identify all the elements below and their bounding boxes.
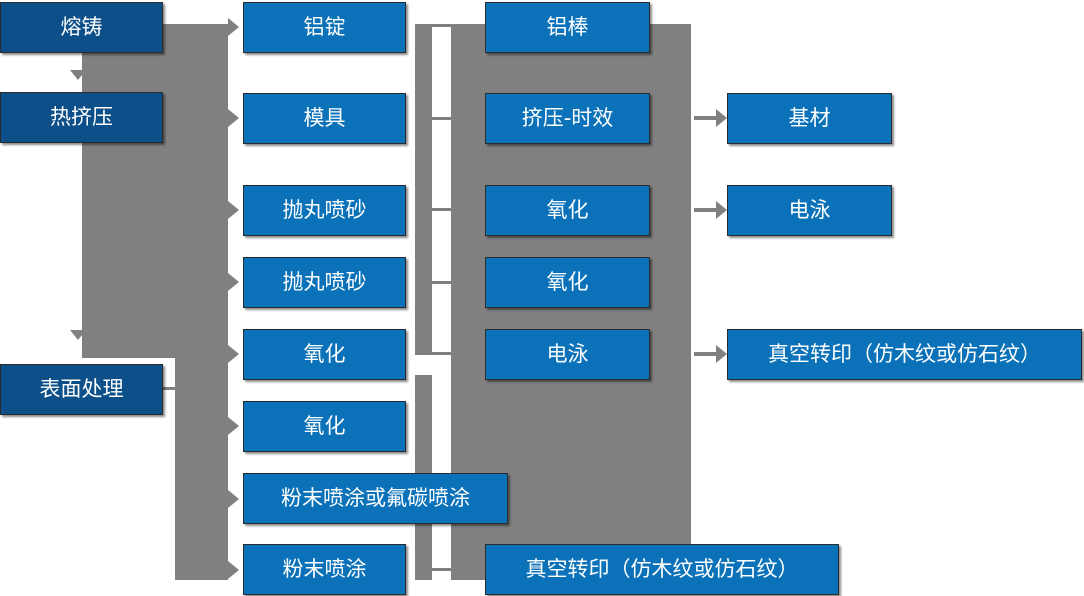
- process-box-shot-blast-1[interactable]: 抛丸喷砂: [243, 185, 406, 236]
- connector-rail-left-upper: [415, 24, 432, 355]
- stage-box-hot-extrude[interactable]: 热挤压: [0, 92, 163, 143]
- connector-arrow-to-p1-4: [228, 273, 239, 291]
- process-box-oxidation-1[interactable]: 氧化: [243, 329, 406, 380]
- process-label: 电泳: [546, 341, 589, 366]
- stage-box-melt-cast[interactable]: 熔铸: [0, 2, 163, 53]
- process-label: 真空转印（仿木纹或仿石纹）: [525, 556, 799, 581]
- process-label: 粉末喷涂或氟碳喷涂: [281, 485, 470, 510]
- process-box-shot-blast-2[interactable]: 抛丸喷砂: [243, 257, 406, 308]
- connector-rung-1: [432, 24, 451, 27]
- connector-down-arrow-2: [70, 330, 86, 340]
- process-label: 模具: [303, 105, 346, 130]
- connector-arrow-to-p3-2: [694, 201, 727, 219]
- output-label: 真空转印（仿木纹或仿石纹）: [768, 341, 1041, 366]
- process-label: 粉末喷涂: [282, 556, 367, 581]
- connector-arrow-to-p1-7: [228, 490, 239, 508]
- process-box-aluminium-ingot[interactable]: 铝锭: [243, 2, 406, 53]
- stage-label: 熔铸: [60, 14, 103, 39]
- process-label: 氧化: [546, 269, 589, 294]
- process-label: 氧化: [303, 413, 346, 438]
- process-label: 抛丸喷砂: [282, 197, 367, 222]
- connector-arrow-to-p3-3: [694, 345, 727, 363]
- connector-arrow-to-p1-2: [228, 109, 239, 127]
- process-label: 氧化: [546, 197, 589, 222]
- output-label: 电泳: [788, 197, 831, 222]
- process-label: 挤压-时效: [521, 105, 614, 130]
- process-label: 铝锭: [303, 14, 346, 39]
- process-box-powder-or-fluorocarbon-coating[interactable]: 粉末喷涂或氟碳喷涂: [243, 473, 508, 524]
- output-box-vacuum-transfer[interactable]: 真空转印（仿木纹或仿石纹）: [727, 329, 1082, 380]
- process-box-mould[interactable]: 模具: [243, 93, 406, 144]
- process-box-oxidation-4[interactable]: 氧化: [485, 257, 650, 308]
- connector-arrow-to-p1-8: [228, 561, 239, 579]
- connector-arrow-to-p3-1: [694, 109, 727, 127]
- connector-down-arrow-1: [70, 70, 86, 80]
- process-box-extrusion-aging[interactable]: 挤压-时效: [485, 93, 650, 144]
- connector-arrow-to-p1-3: [228, 201, 239, 219]
- process-box-oxidation-2[interactable]: 氧化: [243, 401, 406, 452]
- connector-rung-3: [432, 208, 451, 211]
- connector-gray-upper-slab: [82, 24, 228, 358]
- stage-box-surface-treatment[interactable]: 表面处理: [0, 364, 163, 415]
- connector-rung-2: [432, 117, 451, 120]
- process-box-electrophoresis-1[interactable]: 电泳: [485, 329, 650, 380]
- output-box-electrophoresis[interactable]: 电泳: [727, 185, 892, 236]
- process-box-oxidation-3[interactable]: 氧化: [485, 185, 650, 236]
- connector-arrow-to-p1-6: [228, 417, 239, 435]
- output-box-base-material[interactable]: 基材: [727, 93, 892, 144]
- connector-surface-stub: [163, 387, 179, 390]
- stage-label: 热挤压: [50, 104, 113, 129]
- output-label: 基材: [788, 105, 831, 130]
- connector-gray-lower-slab: [175, 358, 228, 580]
- connector-rung-6: [432, 568, 451, 571]
- process-label: 氧化: [303, 341, 346, 366]
- process-box-powder-coating[interactable]: 粉末喷涂: [243, 544, 406, 595]
- connector-rung-5: [432, 352, 451, 355]
- process-label: 铝棒: [546, 14, 589, 39]
- process-box-aluminium-bar[interactable]: 铝棒: [485, 2, 650, 53]
- connector-rung-4: [432, 281, 451, 284]
- process-label: 抛丸喷砂: [282, 269, 367, 294]
- connector-arrow-to-p1-5: [228, 345, 239, 363]
- process-box-vacuum-transfer-1[interactable]: 真空转印（仿木纹或仿石纹）: [485, 544, 839, 595]
- connector-arrow-to-p1-1: [228, 18, 239, 36]
- stage-label: 表面处理: [39, 376, 124, 401]
